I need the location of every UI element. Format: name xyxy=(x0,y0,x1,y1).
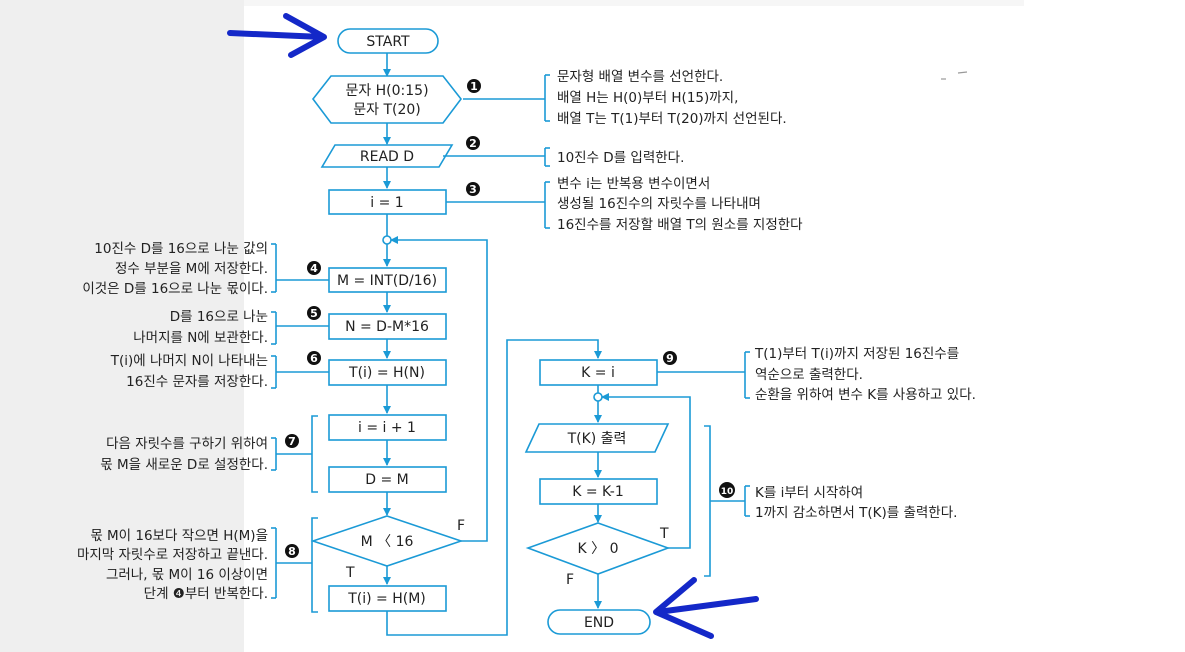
svg-text:T(i)에 나머지 N이 나타내는: T(i)에 나머지 N이 나타내는 xyxy=(110,353,268,369)
svg-text:1까지 감소하면서 T(K)를 출력한다.: 1까지 감소하면서 T(K)를 출력한다. xyxy=(755,505,957,521)
note-6: T(i)에 나머지 N이 나타내는 16진수 문자를 저장한다. xyxy=(110,353,268,390)
note-10: K를 i부터 시작하여 1까지 감소하면서 T(K)를 출력한다. xyxy=(755,485,957,521)
marker-4: 4 xyxy=(307,261,321,275)
svg-text:몫 M이 16보다 작으면 H(M)을: 몫 M이 16보다 작으면 H(M)을 xyxy=(90,528,268,544)
top-strip xyxy=(244,0,1024,6)
note-7: 다음 자릿수를 구하기 위하여 몫 M을 새로운 D로 설정한다. xyxy=(100,436,268,473)
condition1-text: M 〈 16 xyxy=(361,534,414,550)
note-4: 10진수 D를 16으로 나눈 값의 정수 부분을 M에 저장한다. 이것은 D… xyxy=(82,241,268,297)
svg-text:K를 i부터 시작하여: K를 i부터 시작하여 xyxy=(755,485,863,501)
svg-text:10: 10 xyxy=(721,487,734,497)
svg-text:4: 4 xyxy=(310,262,318,275)
svg-text:나머지를 N에 보관한다.: 나머지를 N에 보관한다. xyxy=(133,330,268,346)
declare-line-2: 문자 T(20) xyxy=(353,102,421,118)
svg-text:정수 부분을 M에 저장한다.: 정수 부분을 M에 저장한다. xyxy=(115,261,268,277)
init-process-text: i = 1 xyxy=(370,195,403,211)
svg-text:16진수 문자를 저장한다.: 16진수 문자를 저장한다. xyxy=(126,374,268,390)
svg-text:T(1)부터 T(i)까지 저장된 16진수를: T(1)부터 T(i)까지 저장된 16진수를 xyxy=(754,346,959,362)
note-1: 문자형 배열 변수를 선언한다. 배열 H는 H(0)부터 H(15)까지, 배… xyxy=(557,69,787,127)
svg-text:9: 9 xyxy=(666,352,674,365)
svg-text:마지막 자릿수로 저장하고 끝낸다.: 마지막 자릿수로 저장하고 끝낸다. xyxy=(77,547,268,563)
cond2-false-label: F xyxy=(566,572,574,588)
condition2-text: K 〉 0 xyxy=(578,541,619,557)
step6-process-text: T(i) = H(N) xyxy=(348,365,425,381)
svg-text:3: 3 xyxy=(469,183,477,196)
read-input-text: READ D xyxy=(360,149,414,165)
declare-line-1: 문자 H(0:15) xyxy=(345,83,428,99)
svg-text:몫 M을 새로운 D로 설정한다.: 몫 M을 새로운 D로 설정한다. xyxy=(100,457,268,473)
svg-text:다음 자릿수를 구하기 위하여: 다음 자릿수를 구하기 위하여 xyxy=(106,436,268,452)
left-background-panel xyxy=(0,0,244,652)
step4-process-text: M = INT(D/16) xyxy=(337,273,437,289)
note-3: 변수 i는 반복용 변수이면서 생성될 16진수의 자릿수를 나타내며 16진수… xyxy=(557,176,803,233)
final-process-text: T(i) = H(M) xyxy=(347,591,426,607)
svg-text:문자형 배열 변수를 선언한다.: 문자형 배열 변수를 선언한다. xyxy=(557,69,723,85)
assign-process-text: D = M xyxy=(365,472,409,488)
end-terminal-text: END xyxy=(584,615,614,631)
step5-process-text: N = D-M*16 xyxy=(345,319,429,335)
note-5: D를 16으로 나눈 나머지를 N에 보관한다. xyxy=(133,309,268,346)
k-init-process-text: K = i xyxy=(581,365,615,381)
svg-text:D를 16으로 나눈: D를 16으로 나눈 xyxy=(170,309,268,325)
pointer-arrow-end xyxy=(653,577,759,639)
marker-3: 3 xyxy=(466,182,480,196)
svg-text:배열 H는 H(0)부터 H(15)까지,: 배열 H는 H(0)부터 H(15)까지, xyxy=(557,90,738,106)
svg-text:생성될 16진수의 자릿수를 나타내며: 생성될 16진수의 자릿수를 나타내며 xyxy=(557,196,761,212)
svg-text:10진수 D를 16으로 나눈 값의: 10진수 D를 16으로 나눈 값의 xyxy=(94,241,268,257)
svg-text:2: 2 xyxy=(469,137,477,150)
marker-9: 9 xyxy=(663,351,677,365)
note-9: T(1)부터 T(i)까지 저장된 16진수를 역순으로 출력한다. 순환을 위… xyxy=(754,346,976,403)
cond1-false-label: F xyxy=(457,518,465,534)
pointer-arrow-start xyxy=(227,13,327,58)
svg-text:단계 ❹부터 반복한다.: 단계 ❹부터 반복한다. xyxy=(144,586,268,602)
svg-text:이것은 D를 16으로 나눈 몫이다.: 이것은 D를 16으로 나눈 몫이다. xyxy=(82,281,268,297)
marker-6: 6 xyxy=(307,351,321,365)
svg-text:그러나, 몫 M이 16 이상이면: 그러나, 몫 M이 16 이상이면 xyxy=(106,567,268,583)
svg-text:6: 6 xyxy=(310,352,318,365)
faint-marks xyxy=(941,71,968,80)
start-terminal-text: START xyxy=(366,34,410,50)
k-dec-process-text: K = K-1 xyxy=(572,484,623,500)
marker-1: 1 xyxy=(467,79,481,93)
svg-text:7: 7 xyxy=(288,435,296,448)
output-text: T(K) 출력 xyxy=(567,431,627,447)
svg-text:8: 8 xyxy=(288,545,296,558)
svg-text:10진수 D를 입력한다.: 10진수 D를 입력한다. xyxy=(557,150,684,166)
cond1-true-label: T xyxy=(345,565,355,581)
svg-text:5: 5 xyxy=(310,307,318,320)
svg-text:1: 1 xyxy=(470,80,478,93)
marker-10: 10 xyxy=(719,482,735,498)
cond2-true-label: T xyxy=(659,526,669,542)
increment-process-text: i = i + 1 xyxy=(358,420,416,436)
svg-text:역순으로 출력한다.: 역순으로 출력한다. xyxy=(755,367,863,383)
svg-text:변수 i는 반복용 변수이면서: 변수 i는 반복용 변수이면서 xyxy=(557,176,710,192)
marker-5: 5 xyxy=(307,306,321,320)
svg-text:배열 T는 T(1)부터 T(20)까지 선언된다.: 배열 T는 T(1)부터 T(20)까지 선언된다. xyxy=(557,111,787,127)
marker-2: 2 xyxy=(466,136,480,150)
marker-8: 8 xyxy=(285,544,299,558)
note-2: 10진수 D를 입력한다. xyxy=(557,150,684,166)
marker-7: 7 xyxy=(285,434,299,448)
note-8: 몫 M이 16보다 작으면 H(M)을 마지막 자릿수로 저장하고 끝낸다. 그… xyxy=(77,528,268,602)
svg-text:순환을 위하여 변수 K를 사용하고 있다.: 순환을 위하여 변수 K를 사용하고 있다. xyxy=(755,387,976,403)
svg-text:16진수를 저장할 배열 T의 원소를 지정한다: 16진수를 저장할 배열 T의 원소를 지정한다 xyxy=(557,217,803,233)
